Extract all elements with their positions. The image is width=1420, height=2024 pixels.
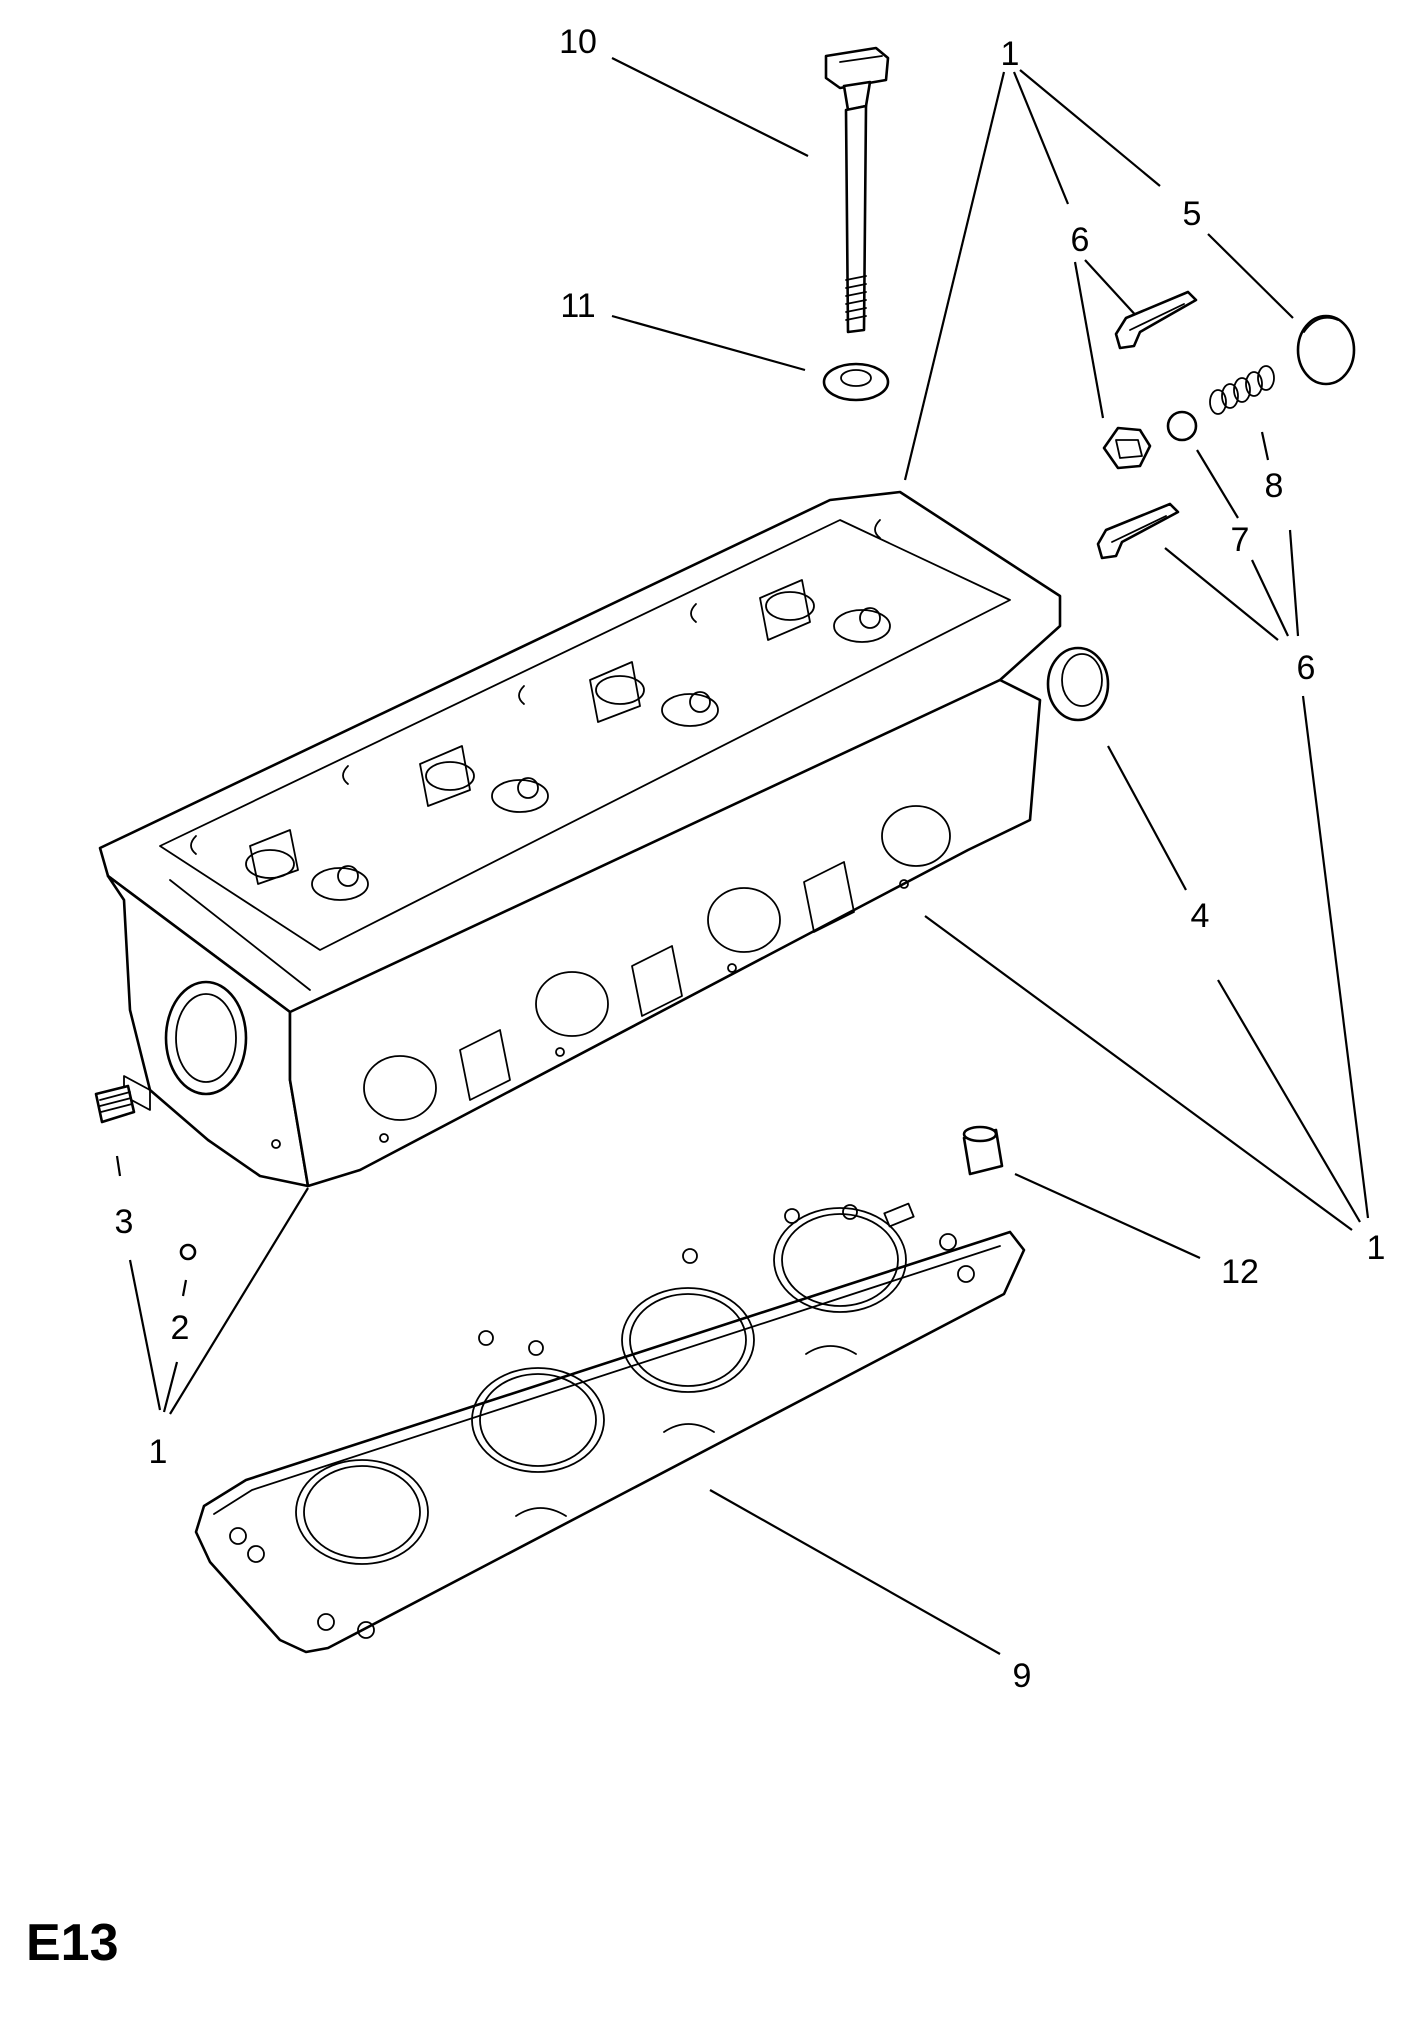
cylinder-head — [98, 490, 1062, 1188]
callout-5: 5 — [1183, 195, 1202, 233]
callout-3: 3 — [115, 1203, 134, 1241]
threaded-plug — [94, 1084, 136, 1124]
callout-9: 9 — [1013, 1657, 1032, 1695]
callout-8: 8 — [1265, 467, 1284, 505]
callout-4: 4 — [1191, 897, 1210, 935]
callout-7: 7 — [1231, 521, 1250, 559]
cylinder-head-bolt — [824, 46, 890, 334]
callout-10: 10 — [559, 23, 597, 61]
bolt-washer — [822, 362, 890, 402]
callout-12: 12 — [1221, 1253, 1259, 1291]
hydraulic-tappet-parts — [1046, 290, 1356, 722]
page-code: E13 — [26, 1914, 119, 1972]
ball — [179, 1243, 197, 1261]
callout-11: 11 — [560, 287, 595, 325]
callout-1-bottom-left: 1 — [149, 1433, 168, 1471]
callout-labels: 10 11 1 5 6 8 7 6 4 1 12 9 3 2 1 — [115, 23, 1386, 1695]
callout-6-lower: 6 — [1297, 649, 1316, 687]
callout-6-upper: 6 — [1071, 221, 1090, 259]
dowel-sleeve — [962, 1125, 1004, 1176]
callout-2: 2 — [171, 1309, 190, 1347]
cylinder-head-gasket — [194, 1202, 1026, 1654]
leader-lines — [115, 57, 1370, 1655]
callout-1-top: 1 — [1001, 35, 1020, 73]
callout-1-right: 1 — [1367, 1229, 1386, 1267]
